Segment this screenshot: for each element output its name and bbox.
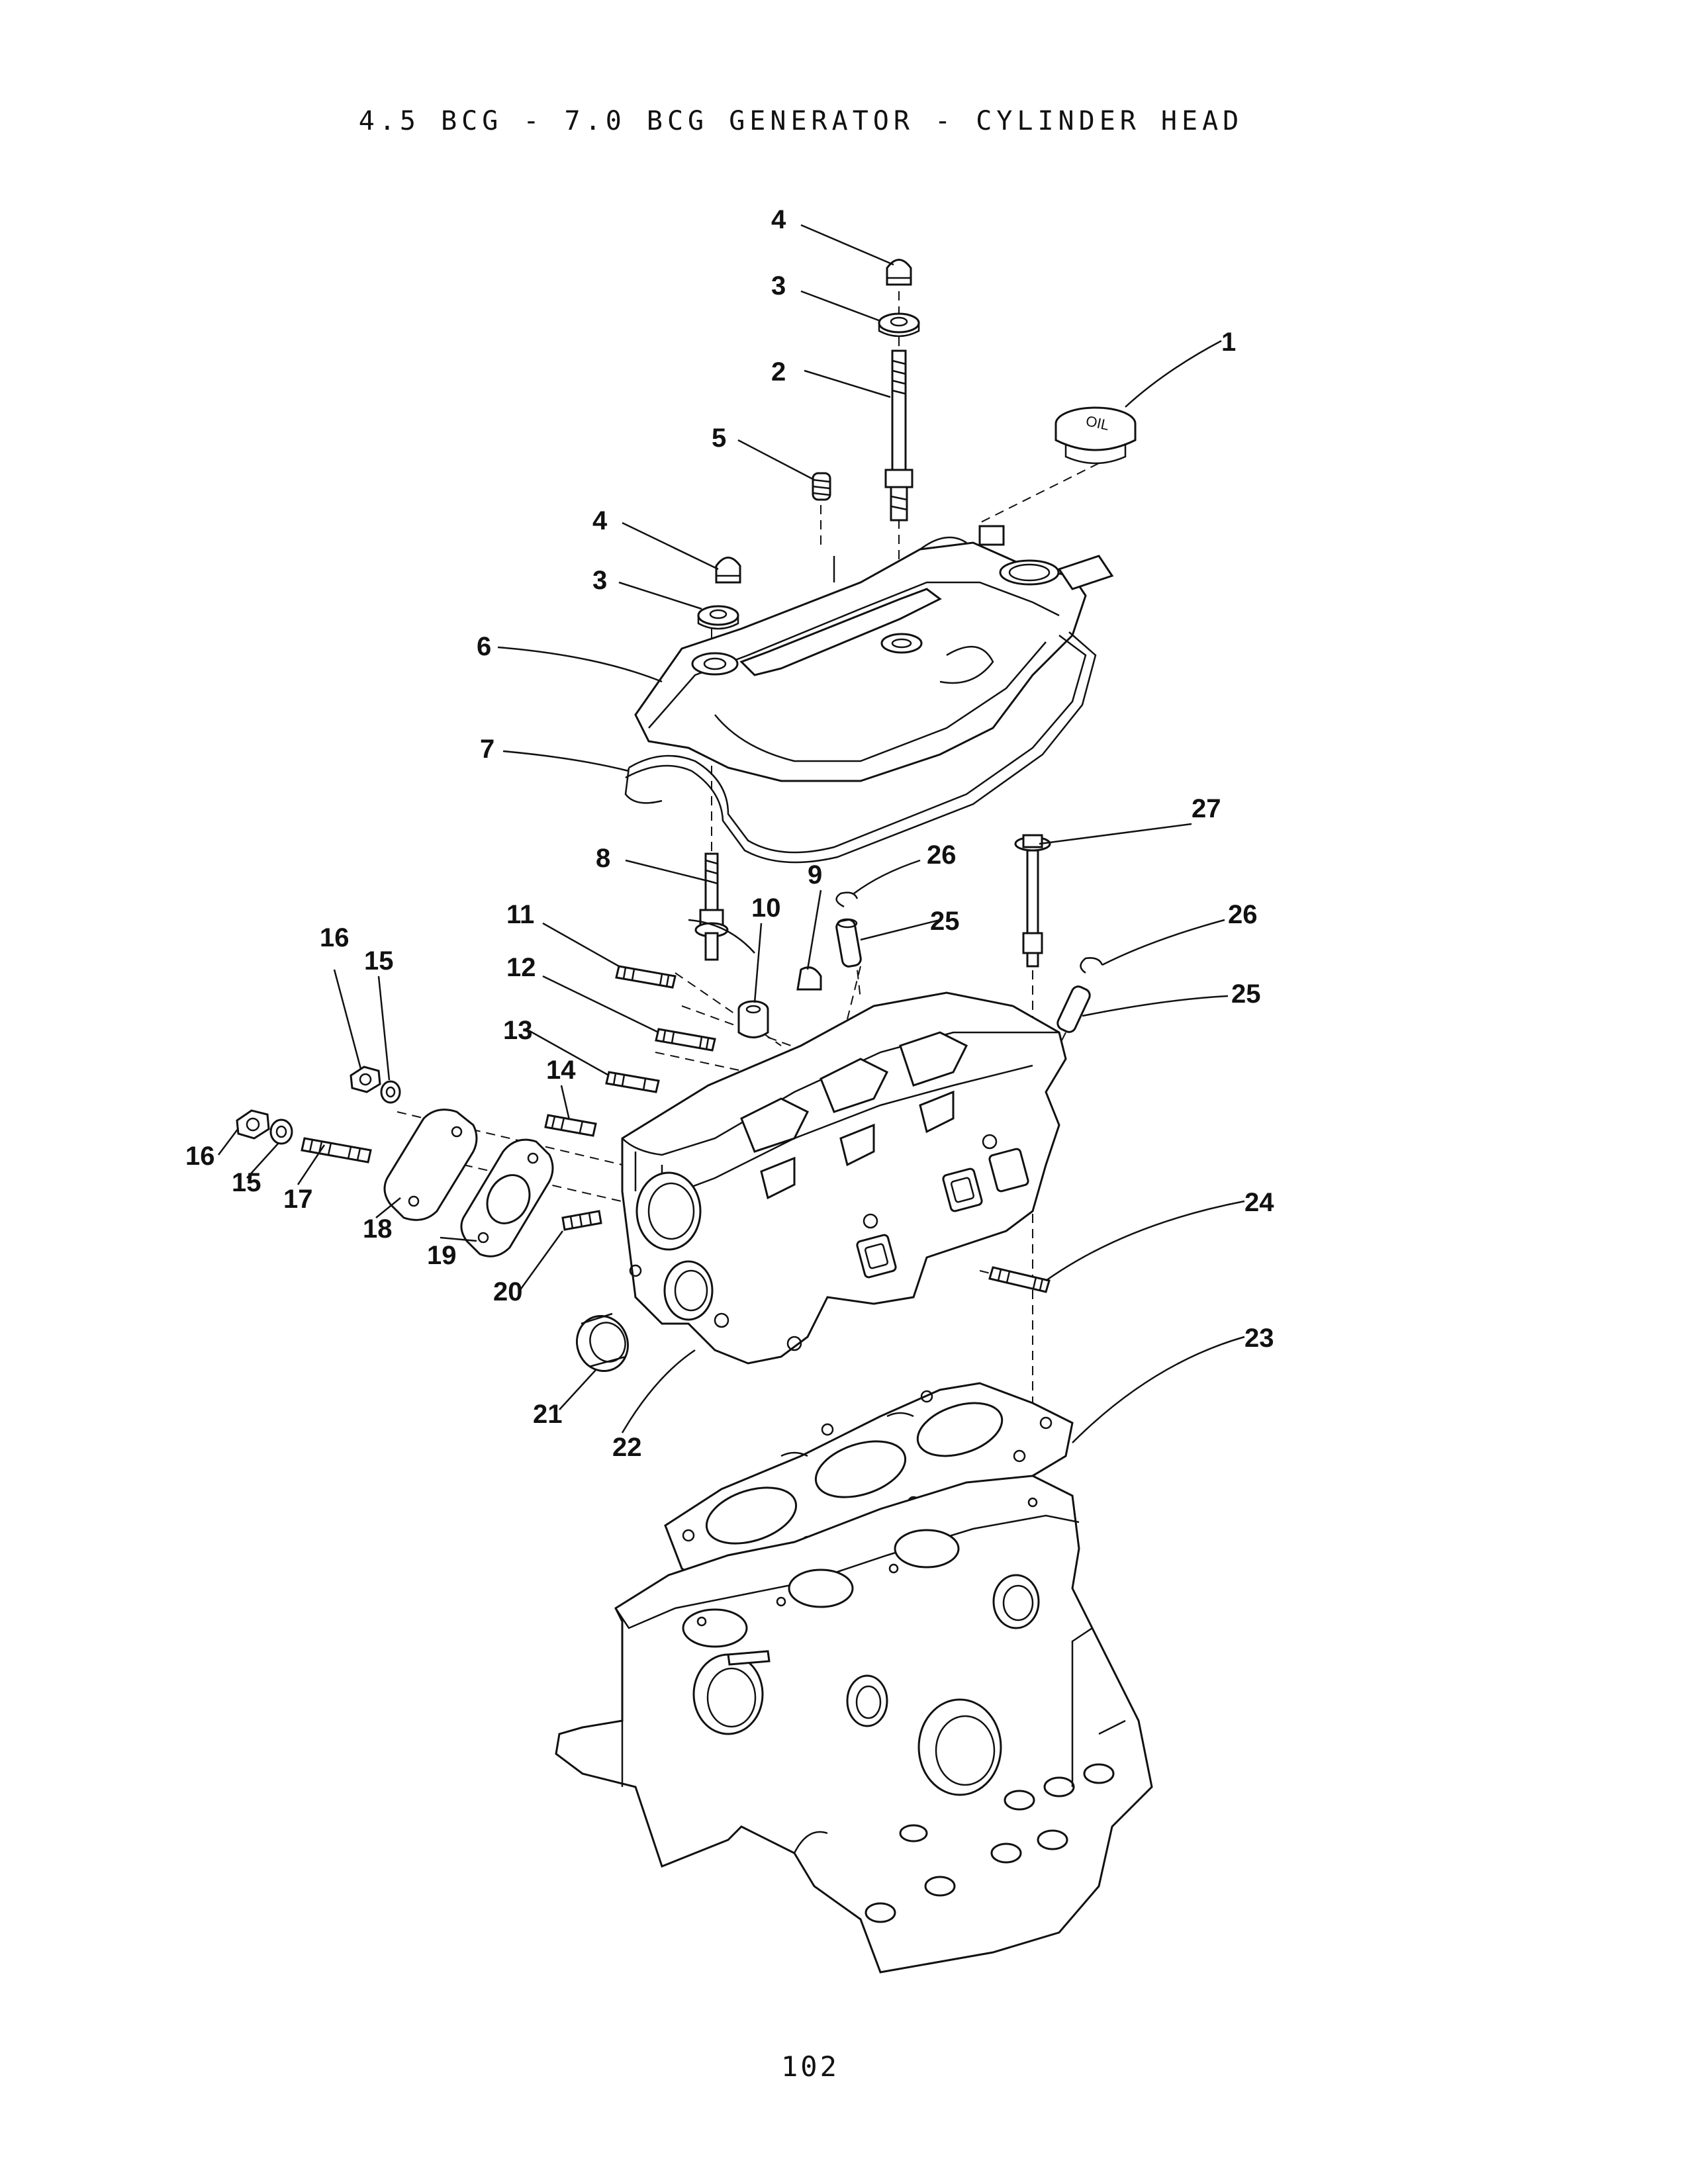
callout-17: 17 (283, 1185, 313, 1214)
oil-filler-cap: OIL (1055, 406, 1137, 465)
callout-3-top: 3 (771, 271, 786, 300)
callout-numbers: 1 2 3 3 4 4 5 6 7 8 9 10 11 12 13 14 15 … (185, 205, 1274, 1462)
callout-25-upper: 25 (930, 907, 960, 936)
stud-24 (988, 1266, 1051, 1293)
page-title: 4.5 BCG - 7.0 BCG GENERATOR - CYLINDER H… (358, 106, 1244, 136)
valve-cover (634, 525, 1114, 782)
oil-seal (576, 1312, 629, 1373)
stud-13 (605, 1071, 660, 1093)
callout-2: 2 (771, 357, 786, 387)
callout-25-lower: 25 (1231, 979, 1261, 1009)
callout-11: 11 (506, 900, 534, 929)
callout-15-lower: 15 (232, 1168, 261, 1197)
stud-11 (615, 965, 677, 989)
callout-23: 23 (1244, 1324, 1274, 1353)
callout-3-side: 3 (592, 566, 607, 595)
plate-gasket (460, 1138, 554, 1257)
stud-20 (561, 1210, 602, 1231)
callout-16-lower: 16 (185, 1142, 215, 1171)
plug-cap (796, 966, 822, 991)
acorn-nut-top (886, 259, 912, 286)
callout-16-upper: 16 (320, 923, 350, 952)
callout-6: 6 (477, 632, 491, 661)
callout-4-side: 4 (592, 506, 608, 535)
bushing (737, 1000, 769, 1038)
callout-10: 10 (751, 893, 781, 923)
callout-22: 22 (612, 1433, 642, 1462)
acorn-nut-side (715, 557, 741, 584)
callout-5: 5 (712, 424, 726, 453)
page-number: 102 (781, 2050, 839, 2083)
washer-upper (380, 1080, 401, 1104)
small-plug (812, 472, 831, 501)
callout-12: 12 (506, 953, 536, 982)
cover-gasket (624, 631, 1097, 864)
callout-13: 13 (503, 1016, 533, 1045)
stud-14 (544, 1114, 597, 1137)
callout-9: 9 (808, 860, 822, 889)
stud-12 (655, 1028, 716, 1052)
callout-18: 18 (363, 1214, 393, 1244)
clip-lower (1080, 957, 1103, 974)
callout-15-upper: 15 (364, 946, 394, 976)
washer-top (878, 312, 920, 338)
callout-8: 8 (596, 844, 610, 873)
callout-21: 21 (533, 1400, 563, 1429)
callout-1: 1 (1221, 328, 1236, 357)
nut-lower (236, 1109, 270, 1140)
stud-17 (301, 1137, 372, 1163)
head-gasket (664, 1382, 1074, 1590)
callout-26-upper: 26 (927, 841, 957, 870)
head-bolt (1014, 834, 1051, 968)
callout-19: 19 (427, 1241, 457, 1270)
callout-26-lower: 26 (1228, 900, 1258, 929)
nut-upper (350, 1066, 381, 1093)
callout-7: 7 (480, 735, 494, 764)
callout-20: 20 (493, 1277, 523, 1306)
callout-24: 24 (1244, 1188, 1274, 1217)
clip-upper (835, 891, 859, 908)
washer-side (697, 605, 739, 630)
callout-leaders (218, 224, 1245, 1443)
stud-bolt (694, 852, 729, 961)
callout-27: 27 (1192, 794, 1221, 823)
washer-lower (269, 1118, 293, 1145)
engine-block (555, 1475, 1153, 1974)
cover-plate (383, 1109, 478, 1221)
sleeve-upper (835, 918, 862, 968)
callout-14: 14 (546, 1056, 576, 1085)
cylinder-head (621, 991, 1067, 1365)
sleeve-lower (1056, 985, 1091, 1033)
long-stud (884, 349, 914, 522)
callout-4-top: 4 (771, 205, 786, 234)
